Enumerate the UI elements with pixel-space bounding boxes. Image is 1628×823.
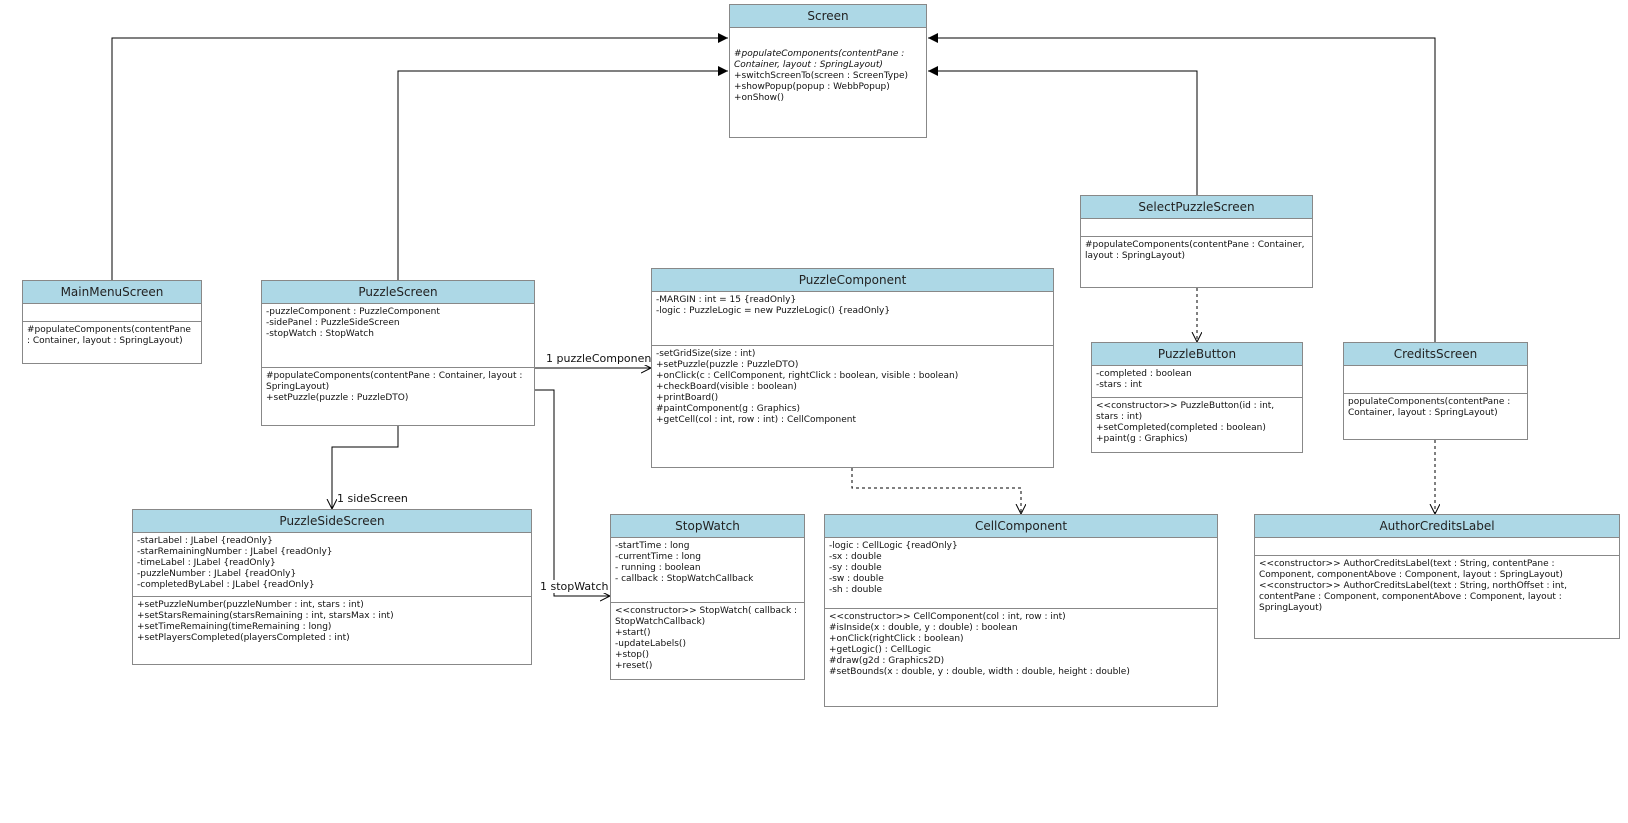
methods-section: <<constructor>> PuzzleButton(id : int, s… bbox=[1096, 401, 1275, 444]
methods-section: #populateComponents(contentPane : Contai… bbox=[1085, 240, 1305, 261]
methods-section: #populateComponents(contentPane : Contai… bbox=[730, 28, 926, 138]
abstract-method: #populateComponents(contentPane : Contai… bbox=[734, 49, 905, 70]
class-screen[interactable]: Screen #populateComponents(contentPane :… bbox=[729, 4, 927, 138]
methods-section: <<constructor>> StopWatch( callback : St… bbox=[615, 606, 798, 671]
dep-cellcomponent-line bbox=[851, 468, 1021, 514]
attributes-section bbox=[1255, 538, 1619, 556]
inherit-selectpuzzle-line bbox=[928, 66, 1198, 195]
label-stop-watch: 1 stopWatch bbox=[540, 580, 609, 593]
class-name: CellComponent bbox=[825, 515, 1217, 538]
class-name: CreditsScreen bbox=[1344, 343, 1527, 366]
assoc-sidescreen-line bbox=[332, 426, 399, 509]
class-stop-watch[interactable]: StopWatch -startTime : long -currentTime… bbox=[610, 514, 805, 680]
methods-section: <<constructor>> AuthorCreditsLabel(text … bbox=[1259, 559, 1567, 613]
inherit-puzzlescreen-line bbox=[397, 66, 728, 280]
methods-section: -setGridSize(size : int) +setPuzzle(puzz… bbox=[656, 349, 959, 425]
class-name: PuzzleButton bbox=[1092, 343, 1302, 366]
inherit-mainmenu-line bbox=[111, 33, 728, 280]
label-side-screen: 1 sideScreen bbox=[337, 492, 408, 505]
class-name: Screen bbox=[730, 5, 926, 28]
class-name: StopWatch bbox=[611, 515, 804, 538]
class-name: SelectPuzzleScreen bbox=[1081, 196, 1312, 219]
class-name: PuzzleSideScreen bbox=[133, 510, 531, 533]
class-name: MainMenuScreen bbox=[23, 281, 201, 304]
class-name: PuzzleComponent bbox=[652, 269, 1053, 292]
attributes-section bbox=[23, 304, 201, 322]
class-puzzle-side-screen[interactable]: PuzzleSideScreen -starLabel : JLabel {re… bbox=[132, 509, 532, 665]
attributes-section: -MARGIN : int = 15 {readOnly} -logic : P… bbox=[652, 292, 1053, 346]
attributes-section: -logic : CellLogic {readOnly} -sx : doub… bbox=[825, 538, 1217, 609]
class-cell-component[interactable]: CellComponent -logic : CellLogic {readOn… bbox=[824, 514, 1218, 707]
class-main-menu-screen[interactable]: MainMenuScreen #populateComponents(conte… bbox=[22, 280, 202, 364]
inherit-credits-line bbox=[928, 33, 1436, 342]
class-name: PuzzleScreen bbox=[262, 281, 534, 304]
class-author-credits-label[interactable]: AuthorCreditsLabel <<constructor>> Autho… bbox=[1254, 514, 1620, 639]
methods-section: populateComponents(contentPane : Contain… bbox=[1348, 397, 1511, 418]
class-puzzle-screen[interactable]: PuzzleScreen -puzzleComponent : PuzzleCo… bbox=[261, 280, 535, 426]
attributes-section: -puzzleComponent : PuzzleComponent -side… bbox=[262, 304, 534, 368]
attributes-section: -starLabel : JLabel {readOnly} -starRema… bbox=[133, 533, 531, 597]
method-list: +switchScreenTo(screen : ScreenType) +sh… bbox=[734, 71, 908, 103]
attributes-section: -completed : boolean -stars : int bbox=[1092, 366, 1302, 398]
class-credits-screen[interactable]: CreditsScreen populateComponents(content… bbox=[1343, 342, 1528, 440]
class-select-puzzle-screen[interactable]: SelectPuzzleScreen #populateComponents(c… bbox=[1080, 195, 1313, 288]
methods-section: <<constructor>> CellComponent(col : int,… bbox=[829, 612, 1130, 677]
class-name: AuthorCreditsLabel bbox=[1255, 515, 1619, 538]
methods-section: #populateComponents(contentPane : Contai… bbox=[27, 325, 191, 346]
attributes-section bbox=[1081, 219, 1312, 237]
attributes-section: -startTime : long -currentTime : long - … bbox=[611, 538, 804, 603]
label-puzzle-component: 1 puzzleComponent bbox=[546, 352, 656, 365]
class-puzzle-component[interactable]: PuzzleComponent -MARGIN : int = 15 {read… bbox=[651, 268, 1054, 468]
class-puzzle-button[interactable]: PuzzleButton -completed : boolean -stars… bbox=[1091, 342, 1303, 453]
methods-section: +setPuzzleNumber(puzzleNumber : int, sta… bbox=[137, 600, 394, 643]
assoc-stopwatch-line bbox=[535, 389, 610, 596]
attributes-section bbox=[1344, 366, 1527, 394]
methods-section: #populateComponents(contentPane : Contai… bbox=[266, 371, 523, 403]
